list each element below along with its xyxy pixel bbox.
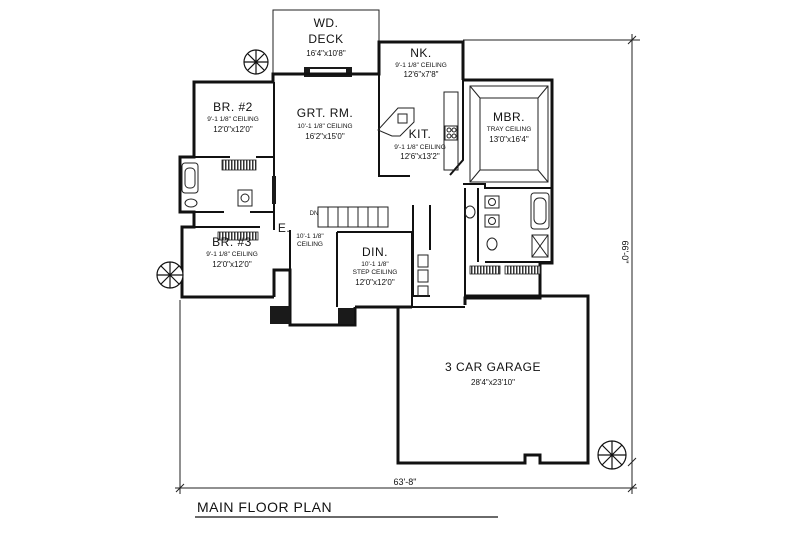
- mbr-name: MBR.: [493, 110, 525, 124]
- kit-ceiling: 9'-1 1/8" CEILING: [394, 144, 446, 151]
- din-name: DIN.: [362, 245, 388, 259]
- deck-size: 16'4"x10'8": [306, 49, 346, 58]
- br2-ceiling: 9'-1 1/8" CEILING: [207, 116, 259, 123]
- kit-name: KIT.: [409, 127, 432, 141]
- din-size: 12'0"x12'0": [355, 278, 395, 287]
- grtrm-ceiling: 10'-1 1/8" CEILING: [297, 123, 352, 130]
- garage: [396, 294, 590, 465]
- mbr-ceiling: TRAY CEILING: [487, 126, 532, 133]
- tree-top: [243, 49, 269, 75]
- exterior-walls: [178, 40, 554, 327]
- nook-name: NK.: [410, 46, 432, 60]
- grtrm-size: 16'2"x15'0": [305, 132, 345, 141]
- master-bath: [464, 192, 550, 275]
- bath-2: [181, 159, 259, 241]
- tray-ceiling: [469, 85, 549, 183]
- stairs: [317, 206, 389, 228]
- br2-name: BR. #2: [213, 100, 253, 114]
- width-dimension: 63'-8": [394, 477, 417, 487]
- interior-walls: [194, 74, 552, 307]
- garage-name: 3 CAR GARAGE: [445, 360, 541, 374]
- depth-dimension: 66'-0": [620, 241, 630, 264]
- din-ceiling-1: 10'-1 1/8": [361, 261, 389, 268]
- nook-size: 12'6"x7'8": [404, 70, 439, 79]
- laundry: [417, 254, 429, 297]
- garage-size: 28'4"x23'10": [471, 378, 515, 387]
- deck-name-2: DECK: [308, 32, 343, 46]
- mbr-size: 13'0"x16'4": [489, 135, 529, 144]
- deck-name-1: WD.: [314, 16, 339, 30]
- nook-ceiling: 9'-1 1/8" CEILING: [395, 62, 447, 69]
- porch-pillar-left: [270, 306, 290, 324]
- tree-right: [597, 440, 627, 470]
- entry-ceiling-1: 10'-1 1/8": [296, 233, 324, 240]
- dimension-lines: [175, 34, 640, 494]
- grtrm-name: GRT. RM.: [297, 106, 353, 120]
- din-ceiling-2: STEP CEILING: [353, 269, 398, 276]
- br3-size: 12'0"x12'0": [212, 260, 252, 269]
- br2-size: 12'0"x12'0": [213, 125, 253, 134]
- kitchen-counters: [377, 91, 459, 171]
- plan-title: MAIN FLOOR PLAN: [197, 499, 332, 515]
- fireplace: [272, 176, 276, 204]
- entry-ceiling-2: CEILING: [297, 241, 323, 248]
- br3-name: BR. #3: [212, 235, 252, 249]
- entry-name: E.: [278, 221, 290, 235]
- kit-size: 12'6"x13'2": [400, 152, 440, 161]
- br3-ceiling: 9'-1 1/8" CEILING: [206, 251, 258, 258]
- stair-label: DN: [310, 211, 319, 217]
- tree-left: [156, 261, 184, 289]
- porch-pillar-right: [338, 308, 354, 324]
